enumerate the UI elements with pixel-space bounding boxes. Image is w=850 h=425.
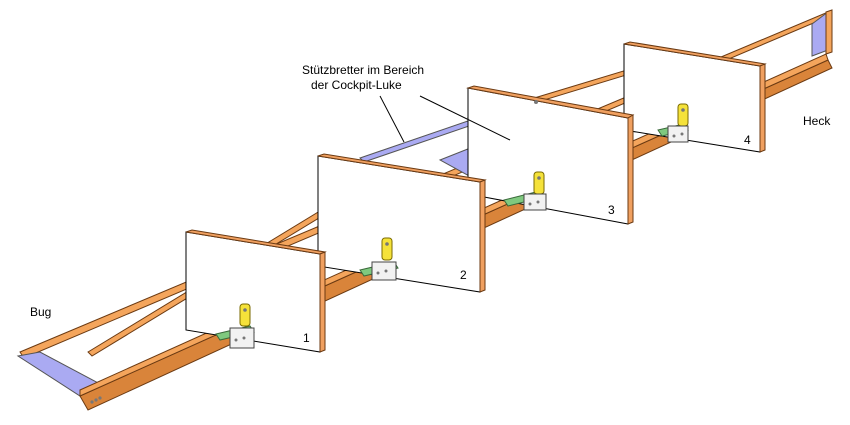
bolt-hole xyxy=(90,400,94,404)
frame-1-number: 1 xyxy=(303,331,310,345)
frame-2-number: 2 xyxy=(460,268,467,282)
frame-1-side-edge xyxy=(319,251,326,353)
support-boards-label-line1: Stützbretter im Bereich xyxy=(302,63,425,77)
leader-line-2 xyxy=(419,95,511,141)
bow-bolt-holes xyxy=(90,396,102,404)
bow-label: Bug xyxy=(30,305,52,319)
bolt-hole xyxy=(98,396,102,400)
frame-2-side-edge xyxy=(479,179,486,293)
frame-2 xyxy=(317,153,487,293)
bolt-hole xyxy=(94,398,98,402)
frame-3-side-edge xyxy=(627,114,634,225)
frame-3-hole xyxy=(534,100,538,104)
frame-1 xyxy=(185,229,327,353)
frame-3-number: 3 xyxy=(608,203,615,217)
leader-line-1 xyxy=(379,95,405,143)
frame-2-bracket xyxy=(359,237,399,281)
stern-label: Heck xyxy=(803,114,831,128)
frame-4-side-edge xyxy=(759,63,766,153)
frame-4-number: 4 xyxy=(744,133,751,147)
frame-1-bracket xyxy=(215,303,255,349)
frame-3 xyxy=(466,85,635,225)
stern-edge xyxy=(825,9,833,55)
frame-4-bracket xyxy=(657,103,689,143)
frame-3-bracket xyxy=(503,171,547,211)
support-boards-label-line2: der Cockpit-Luke xyxy=(311,78,402,92)
frame-4 xyxy=(623,41,767,153)
